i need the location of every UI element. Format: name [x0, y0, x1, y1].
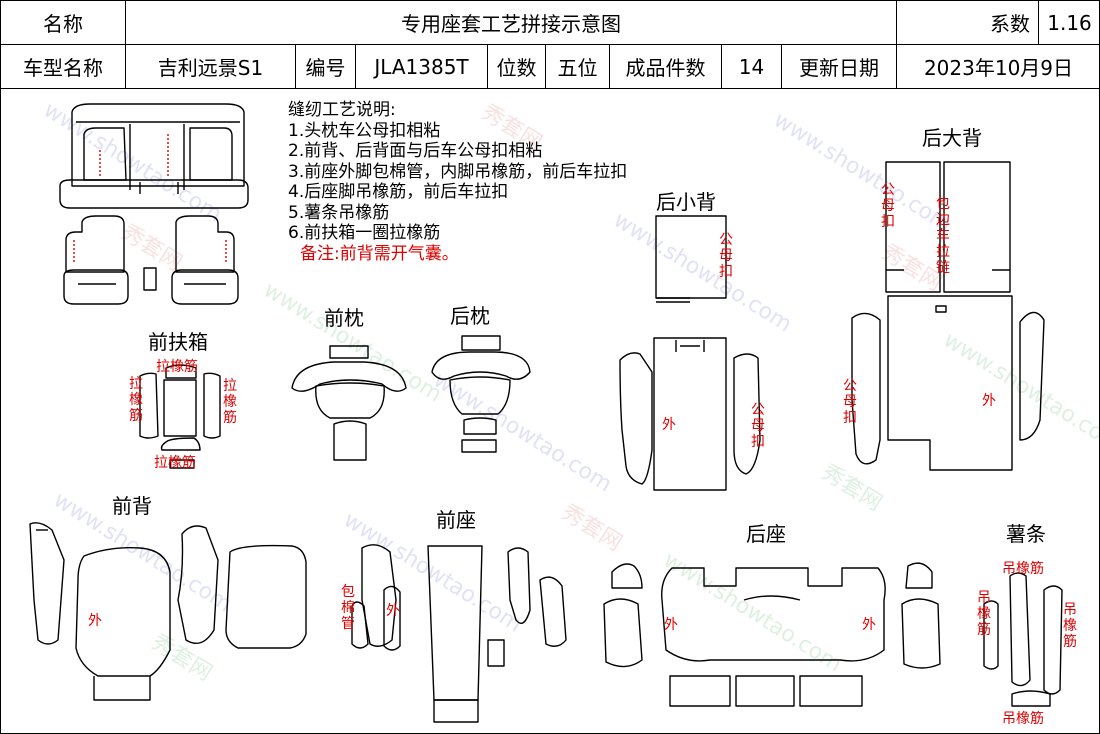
- front-armrest-pattern: [139, 364, 221, 469]
- rear-headrest-pattern: [431, 335, 531, 453]
- annotation-buckle: 公母扣: [843, 378, 857, 426]
- seats-label: 位数: [487, 44, 546, 89]
- section-label-front-back: 前背: [112, 494, 152, 518]
- annotation-outer: 外: [862, 617, 876, 633]
- front-back-pattern: [29, 522, 307, 701]
- annotation-pull-elastic: 拉橡筋: [154, 455, 196, 471]
- code-value: JLA1385T: [355, 44, 488, 89]
- rear-small-back-pattern: [619, 215, 761, 491]
- annotation-outer: 外: [982, 393, 996, 409]
- note-item: 1.头枕车公母扣相粘: [288, 120, 441, 141]
- note-item: 4.后座脚吊橡筋，前后车拉扣: [288, 182, 509, 202]
- rear-big-back-pattern: [851, 161, 1045, 471]
- annotation-hang-elastic: 吊橡筋: [1002, 561, 1044, 577]
- annotation-hang-elastic: 吊橡筋: [1063, 602, 1077, 650]
- annotation-hang-elastic: 吊橡筋: [977, 590, 991, 638]
- annotation-outer: 外: [664, 617, 678, 633]
- section-label-rear-seat: 后座: [746, 522, 786, 546]
- document-title: 专用座套工艺拼接示意图: [125, 0, 897, 45]
- front-seat-pattern: [351, 544, 567, 723]
- notes-title: 缝纫工艺说明:: [288, 100, 396, 120]
- sewing-notes: 缝纫工艺说明: 1.头枕车公母扣相粘 2.前背、后背面与后车公母扣相粘 3.前座…: [288, 100, 627, 264]
- model-value: 吉利远景S1: [125, 44, 296, 89]
- seats-value: 五位: [545, 44, 610, 89]
- pattern-drawing: [29, 103, 1063, 723]
- header-table: 名称 专用座套工艺拼接示意图 系数 1.16 车型名称 吉利远景S1 编号 JL…: [0, 0, 1100, 89]
- date-value: 2023年10月9日: [896, 44, 1100, 89]
- annotation-pull-elastic: 拉橡筋: [129, 376, 143, 424]
- fries-strip-pattern: [983, 572, 1063, 707]
- note-item: 6.前扶箱一圈拉橡筋: [288, 223, 441, 243]
- annotation-buckle: 公母扣: [751, 402, 765, 450]
- rear-seat-pattern: [603, 562, 941, 707]
- coef-label: 系数: [896, 0, 1039, 45]
- section-label-rear-headrest: 后枕: [450, 304, 490, 328]
- annotation-cotton-tube: 包棉管: [341, 584, 355, 632]
- note-item: 3.前座外脚包棉管，内脚吊橡筋，前后车拉扣: [288, 161, 628, 182]
- pieces-label: 成品件数: [609, 44, 722, 89]
- front-seats-thumbnail: [63, 215, 239, 305]
- section-label-front-headrest: 前枕: [324, 306, 364, 330]
- annotation-hang-elastic: 吊橡筋: [1002, 711, 1044, 727]
- annotation-pull-elastic: 拉橡筋: [223, 378, 237, 426]
- coef-value: 1.16: [1038, 0, 1100, 45]
- section-label-front-seat: 前座: [436, 508, 476, 532]
- annotation-outer: 外: [662, 417, 676, 433]
- section-label-rear-big-back: 后大背: [922, 126, 982, 150]
- rear-bench-thumbnail: [59, 103, 249, 209]
- section-label-front-armrest: 前扶箱: [148, 330, 208, 354]
- code-label: 编号: [295, 44, 356, 89]
- note-item: 2.前背、后背面与后车公母扣相粘: [288, 141, 543, 161]
- date-label: 更新日期: [781, 44, 897, 89]
- annotation-buckle: 公母扣: [719, 232, 733, 280]
- annotation-outer: 外: [386, 603, 400, 619]
- model-label: 车型名称: [0, 44, 126, 89]
- annotation-buckle: 公母扣: [881, 182, 895, 230]
- annotation-zipper-edge: 包边车拉链: [936, 196, 950, 276]
- annotation-pull-elastic: 拉橡筋: [156, 359, 198, 375]
- pieces-value: 14: [721, 44, 782, 89]
- section-label-fries-strip: 薯条: [1006, 522, 1046, 546]
- note-item: 5.薯条吊橡筋: [288, 202, 390, 223]
- name-label: 名称: [0, 0, 126, 45]
- section-label-rear-small-back: 后小背: [656, 190, 716, 214]
- front-headrest-pattern: [291, 345, 407, 461]
- notes-remark: 备注:前背需开气囊。: [300, 243, 459, 264]
- annotation-outer: 外: [88, 613, 102, 629]
